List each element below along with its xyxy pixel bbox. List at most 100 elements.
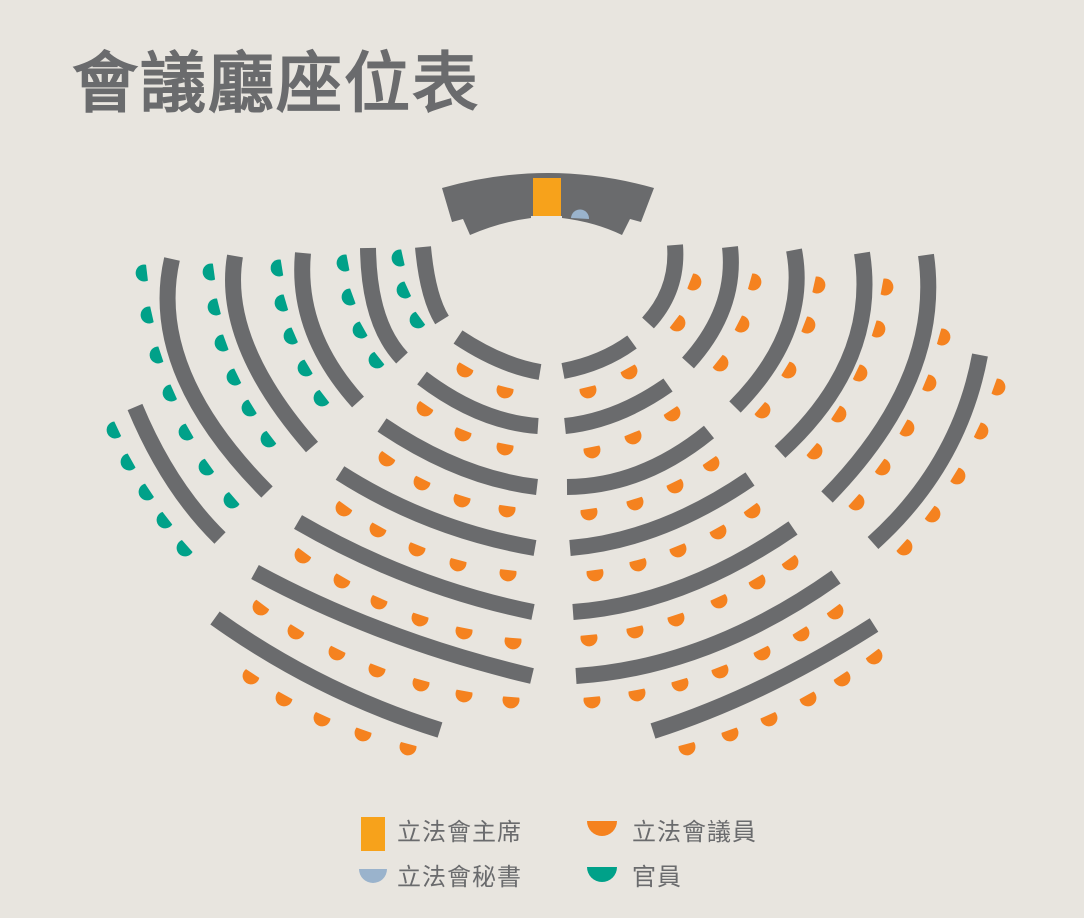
legend xyxy=(359,817,617,883)
member-seat xyxy=(455,626,473,640)
member-seat xyxy=(354,727,372,742)
member-seat xyxy=(747,273,762,291)
member-seat xyxy=(252,599,270,616)
member-seat xyxy=(899,419,915,437)
desk xyxy=(821,253,937,503)
member-seat xyxy=(792,626,810,642)
official-seat xyxy=(156,511,173,529)
official-seat xyxy=(149,346,164,364)
official-seat xyxy=(391,249,405,267)
member-seat xyxy=(411,612,429,627)
desk xyxy=(566,425,715,495)
official-seat xyxy=(352,321,368,339)
member-seat xyxy=(583,696,601,709)
legend-official-label: 官員 xyxy=(632,863,682,891)
member-seat xyxy=(580,634,598,647)
desk xyxy=(641,244,684,329)
member-seat xyxy=(580,507,598,521)
member-seat xyxy=(826,603,844,620)
member-seat xyxy=(781,554,799,571)
member-seat xyxy=(496,442,514,456)
official-seat xyxy=(162,384,177,402)
desk xyxy=(294,252,364,408)
official-seat xyxy=(120,453,136,471)
legend-secretary-swatch xyxy=(359,869,387,883)
member-seat xyxy=(874,458,891,476)
member-seat xyxy=(710,593,728,609)
member-seat xyxy=(456,362,474,378)
member-seat xyxy=(370,594,388,610)
legend-secretary-label: 立法會秘書 xyxy=(397,863,522,891)
desk xyxy=(360,247,409,364)
member-seat xyxy=(666,478,684,494)
desk xyxy=(127,403,226,544)
member-seat xyxy=(936,328,951,346)
member-seat xyxy=(498,504,516,518)
member-seat xyxy=(275,691,293,707)
desk xyxy=(210,611,443,738)
member-seat xyxy=(848,494,865,511)
member-seat xyxy=(408,542,426,557)
member-seat xyxy=(687,273,702,291)
official-seat xyxy=(283,327,298,345)
member-seat xyxy=(369,522,387,538)
member-seat xyxy=(242,669,260,685)
member-seat xyxy=(629,558,647,572)
desk xyxy=(867,353,988,549)
desks xyxy=(127,244,988,739)
desk xyxy=(729,248,805,413)
member-seat xyxy=(328,645,346,661)
official-seat xyxy=(176,540,193,557)
official-seat xyxy=(336,254,350,272)
member-seat xyxy=(313,711,331,727)
desk xyxy=(561,335,637,379)
official-seat xyxy=(226,368,242,386)
desk xyxy=(453,330,542,380)
member-seat xyxy=(579,385,597,399)
desk xyxy=(225,254,319,453)
member-seat xyxy=(871,320,886,338)
official-seat xyxy=(313,389,330,407)
legend-member-label: 立法會議員 xyxy=(632,818,757,846)
member-seat xyxy=(449,558,467,572)
legend-president-swatch xyxy=(361,817,385,851)
member-seat xyxy=(496,385,514,399)
member-seat xyxy=(709,524,727,540)
member-seat xyxy=(454,427,472,442)
member-seat xyxy=(663,406,681,422)
member-seat xyxy=(880,278,894,296)
member-seat xyxy=(753,645,771,661)
official-seat xyxy=(223,491,240,509)
member-seat xyxy=(702,456,720,472)
official-seat xyxy=(202,263,216,281)
member-seat xyxy=(711,664,729,679)
member-seat xyxy=(669,543,687,558)
member-seat xyxy=(806,442,823,460)
member-seat xyxy=(294,547,312,564)
member-seat xyxy=(667,612,685,627)
official-seat xyxy=(207,298,221,316)
president-seat xyxy=(533,178,561,216)
member-seat xyxy=(628,688,646,702)
desk xyxy=(293,515,535,620)
seats xyxy=(106,249,1006,756)
official-seat xyxy=(297,359,313,377)
official-seat xyxy=(274,294,289,312)
desk xyxy=(572,521,798,620)
member-seat xyxy=(455,689,473,703)
legend-member-swatch xyxy=(587,821,617,836)
official-seat xyxy=(341,288,356,306)
desk xyxy=(575,570,841,684)
member-seat xyxy=(743,502,761,519)
official-seat xyxy=(135,264,148,282)
member-seat xyxy=(502,696,520,709)
presiding-dais xyxy=(442,173,654,235)
member-seat xyxy=(812,276,826,294)
member-seat xyxy=(760,711,778,727)
member-seat xyxy=(399,742,417,756)
member-seat xyxy=(378,450,396,467)
official-seat xyxy=(106,421,122,439)
legend-president-label: 立法會主席 xyxy=(397,818,522,846)
official-seat xyxy=(270,259,284,277)
